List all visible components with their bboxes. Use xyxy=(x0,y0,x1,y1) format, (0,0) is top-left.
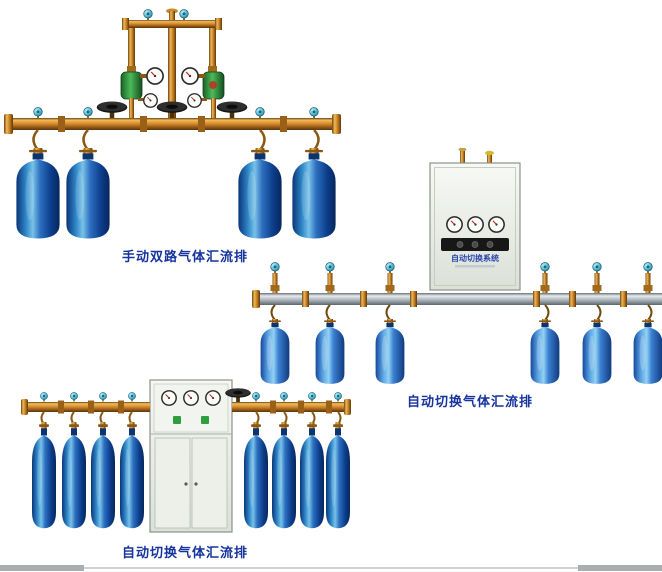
valve-knob-icon xyxy=(252,392,260,402)
handwheel-valve-icon xyxy=(216,101,248,118)
header-pipe xyxy=(252,290,662,308)
gas-cylinder xyxy=(16,148,60,239)
valve-knob-icon xyxy=(40,392,48,402)
right-manifold-pipe xyxy=(232,399,351,415)
shutoff-knob-icon xyxy=(179,9,189,21)
pressure-gauge-icon xyxy=(467,216,484,233)
valve-knob-icon xyxy=(643,262,653,274)
pigtail-hoses xyxy=(32,129,320,151)
indicator-light xyxy=(201,416,209,424)
gas-cylinder xyxy=(66,148,110,239)
gas-cylinder xyxy=(120,422,144,529)
valve-knob-icon xyxy=(309,107,319,119)
cabinet-door xyxy=(191,437,228,529)
valve-knob-icon xyxy=(325,262,335,274)
valve-knob-icon xyxy=(592,262,602,274)
valve-knob-icon xyxy=(385,262,395,274)
gas-cylinder xyxy=(375,319,405,384)
gas-cylinder xyxy=(62,422,86,529)
gas-cylinder xyxy=(582,319,612,384)
section-valve-handwheels xyxy=(96,101,248,118)
pressure-gauge-icon xyxy=(146,67,164,85)
valve-knob-icon xyxy=(128,392,136,402)
shutoff-knob-icon xyxy=(143,9,153,21)
pressure-gauge-icon xyxy=(161,390,177,406)
caption-auto-switch-cabinet: 自动切换气体汇流排 xyxy=(121,546,248,561)
top-tee-assembly xyxy=(122,8,222,120)
pressure-gauge-icon xyxy=(183,390,199,406)
gas-cylinder xyxy=(91,422,115,529)
handwheel-valve-icon xyxy=(156,101,188,118)
gas-cylinder xyxy=(326,422,350,529)
footer-rule-left-segment xyxy=(0,565,84,571)
caption-auto-switch-wall: 自动切换气体汇流排 xyxy=(406,395,533,410)
gas-cylinder xyxy=(32,422,56,529)
valve-knob-icon xyxy=(70,392,78,402)
caption-manual-dual-manifold: 手动双路气体汇流排 xyxy=(121,250,248,265)
handwheel-valve-icon xyxy=(96,101,128,118)
valve-knob-icon xyxy=(255,107,265,119)
footer-rule-right-segment xyxy=(578,565,662,571)
gas-cylinder xyxy=(300,422,324,529)
control-cabinet: 自动切换系统 xyxy=(429,148,521,291)
pressure-regulators xyxy=(120,66,225,120)
pressure-gauge-icon xyxy=(187,93,202,108)
pressure-gauge-icon xyxy=(488,216,505,233)
control-cabinet xyxy=(149,379,233,533)
valve-knob-icon xyxy=(540,262,550,274)
pressure-gauge-icon xyxy=(205,390,221,406)
gas-cylinder xyxy=(530,319,560,384)
cabinet-door xyxy=(154,437,191,529)
valve-knob-icon xyxy=(308,392,316,402)
pressure-gauge-icon xyxy=(446,216,463,233)
gas-cylinder xyxy=(633,319,662,384)
manifold-pipe xyxy=(4,114,341,134)
indicator-light xyxy=(173,416,181,424)
auto-switch-cabinet-illustration xyxy=(21,379,351,533)
left-manifold-pipe xyxy=(21,399,150,415)
valve-knob-icon xyxy=(99,392,107,402)
valve-knob-icon xyxy=(280,392,288,402)
connection-assemblies xyxy=(270,262,653,293)
auto-switch-wall-illustration: 自动切换系统 xyxy=(252,148,662,384)
pressure-gauge-icon xyxy=(181,67,199,85)
manual-dual-manifold-illustration xyxy=(4,8,341,239)
gas-cylinder xyxy=(244,422,268,529)
pigtail-hoses xyxy=(270,304,653,321)
valve-knob-icon xyxy=(83,107,93,119)
cabinet-label: 自动切换系统 xyxy=(451,253,499,263)
valve-knob-icon xyxy=(270,262,280,274)
valve-knob-icon xyxy=(33,107,43,119)
footer-rule xyxy=(0,567,662,569)
valve-knob-icon xyxy=(334,392,342,402)
gas-cylinder xyxy=(272,422,296,529)
pressure-gauge-icon xyxy=(143,93,158,108)
